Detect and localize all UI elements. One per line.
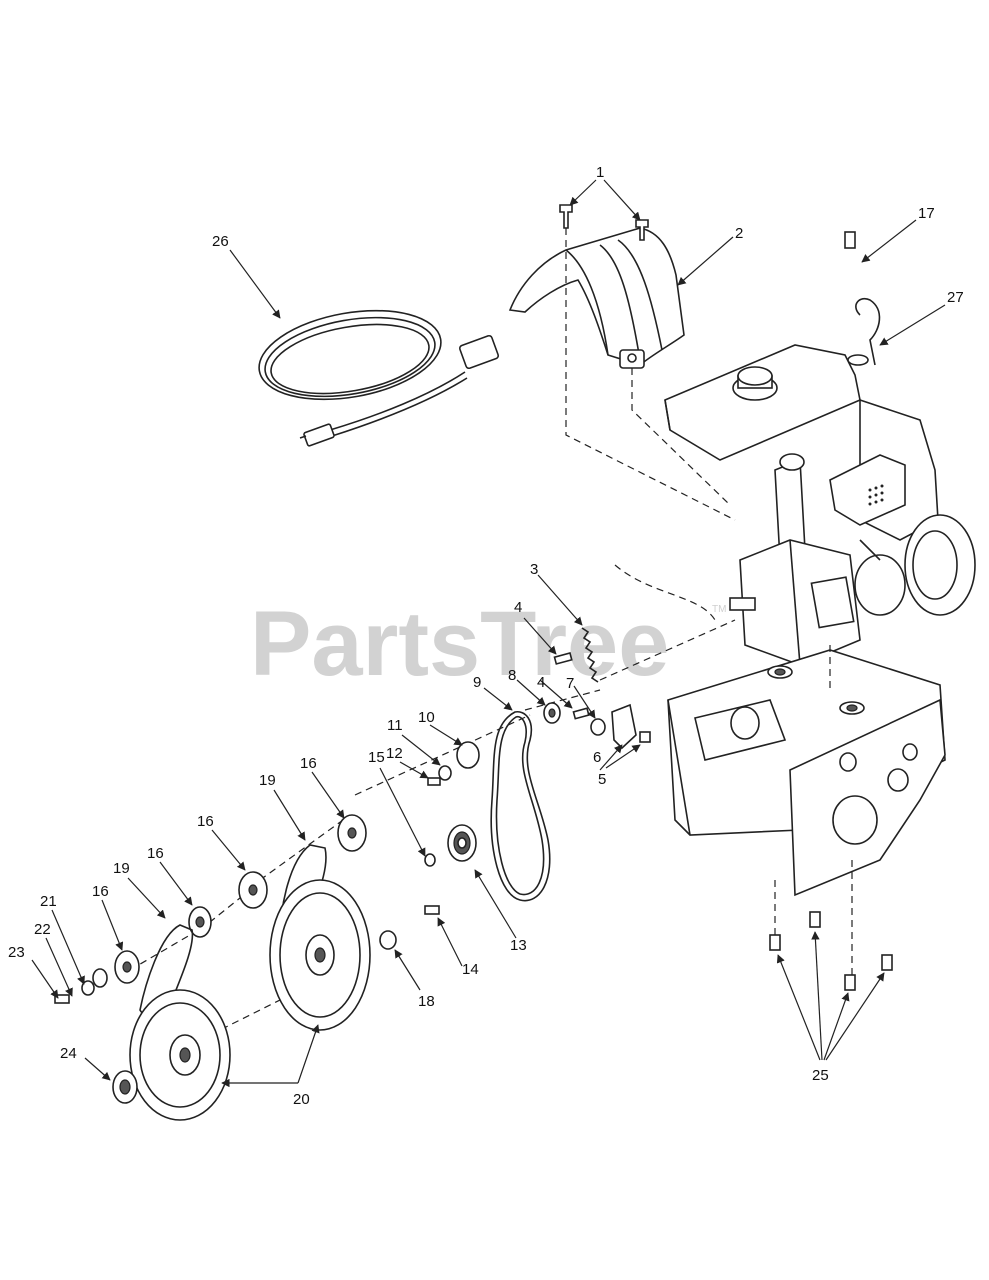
callout-9: 9 xyxy=(473,674,481,691)
callout-16a: 16 xyxy=(300,755,317,772)
idler-bracket xyxy=(611,703,637,750)
lock-washer xyxy=(438,765,452,781)
callout-22: 22 xyxy=(34,921,51,938)
callout-5: 5 xyxy=(598,771,606,788)
retaining-bolt xyxy=(54,994,70,1004)
callout-labels: 1 2 3 4 4 5 6 7 8 9 10 11 12 13 14 15 16… xyxy=(8,164,964,1108)
callout-18: 18 xyxy=(418,993,435,1010)
callout-16c: 16 xyxy=(147,845,164,862)
callout-13: 13 xyxy=(510,937,527,954)
spacer-washer xyxy=(92,968,108,988)
leader-lines xyxy=(31,179,946,1088)
callout-19a: 19 xyxy=(259,772,276,789)
callout-26: 26 xyxy=(212,233,229,250)
pulley-washer xyxy=(379,930,397,950)
callout-25: 25 xyxy=(812,1067,829,1084)
callout-8: 8 xyxy=(508,667,516,684)
callout-10: 10 xyxy=(418,709,435,726)
shoulder-bolt xyxy=(639,731,651,743)
spring xyxy=(581,627,599,683)
callout-23: 23 xyxy=(8,944,25,961)
callout-14: 14 xyxy=(462,961,479,978)
drive-belt xyxy=(490,711,551,902)
flat-washer-large xyxy=(456,741,480,769)
pulley-bolt xyxy=(424,905,440,915)
callout-15: 15 xyxy=(368,749,385,766)
engine-bolt xyxy=(844,231,856,249)
callout-20: 20 xyxy=(293,1091,310,1108)
hex-bolt xyxy=(427,777,441,786)
power-cord xyxy=(258,309,500,447)
small-washer xyxy=(81,980,95,996)
callout-6: 6 xyxy=(593,749,601,766)
callout-27: 27 xyxy=(947,289,964,306)
frame xyxy=(667,649,946,897)
callout-16d: 16 xyxy=(92,883,109,900)
bolt-upper xyxy=(553,652,573,665)
callout-19b: 19 xyxy=(113,860,130,877)
callout-4a: 4 xyxy=(514,599,522,616)
callout-17: 17 xyxy=(918,205,935,222)
belt-cover xyxy=(508,227,685,369)
callout-7: 7 xyxy=(566,675,574,692)
callout-3: 3 xyxy=(530,561,538,578)
pulley-hubs xyxy=(114,814,367,984)
callout-24: 24 xyxy=(60,1045,77,1062)
watermark: PartsTree xyxy=(250,593,669,695)
callout-11: 11 xyxy=(387,717,403,734)
hex-nut xyxy=(424,853,436,867)
callout-4b: 4 xyxy=(537,674,545,691)
callout-12: 12 xyxy=(386,745,403,762)
auger-pulleys xyxy=(129,879,371,1121)
callout-2: 2 xyxy=(735,225,743,242)
bolt-lower xyxy=(572,707,590,720)
callout-21: 21 xyxy=(40,893,57,910)
engine xyxy=(664,344,976,666)
watermark-trademark: TM xyxy=(712,604,726,615)
callout-1: 1 xyxy=(596,164,604,181)
cover-screws xyxy=(559,204,649,241)
spacer xyxy=(590,718,606,736)
frame-bolts xyxy=(769,911,893,991)
hairpin-clip xyxy=(855,297,881,366)
callout-16b: 16 xyxy=(197,813,214,830)
